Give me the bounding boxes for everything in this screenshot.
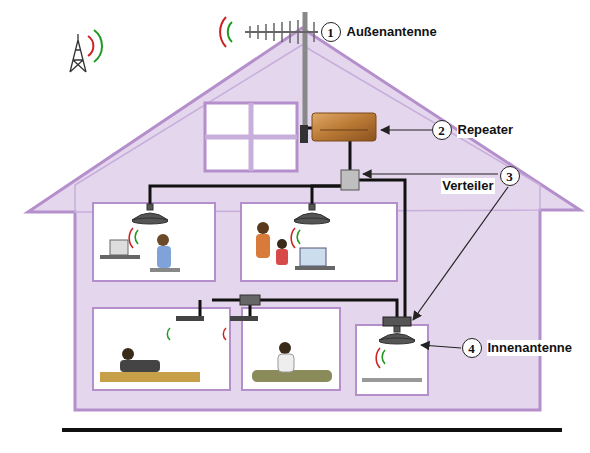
- callout: 3Verteiler: [441, 166, 519, 186]
- part-label: Verteiler: [441, 178, 494, 194]
- callout: 2 Repeater: [432, 120, 515, 140]
- callout-number: 2: [432, 120, 452, 140]
- part-label: Innenantenne: [487, 340, 574, 356]
- callout: 4 Innenantenne: [462, 338, 574, 358]
- callout-number: 1: [321, 22, 341, 42]
- part-label: Außenantenne: [346, 24, 438, 40]
- part-label: Repeater: [457, 122, 515, 138]
- callout-number: 3: [500, 166, 520, 186]
- callout-number: 4: [462, 338, 482, 358]
- callout: 1 Außenantenne: [321, 22, 438, 42]
